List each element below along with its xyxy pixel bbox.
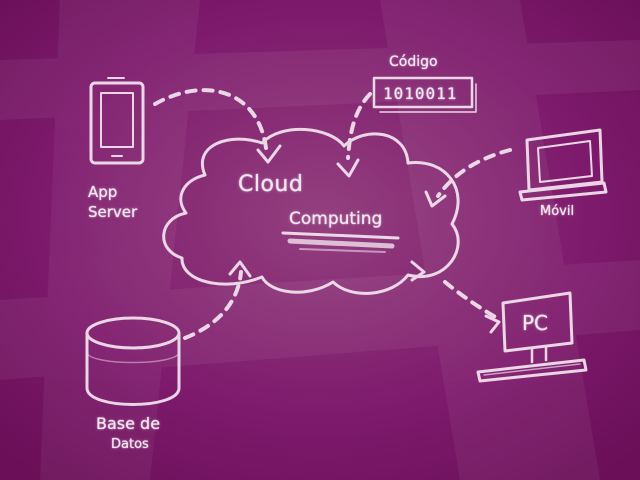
database-icon [85,316,181,406]
arrowhead-pc [484,314,501,334]
arrowhead-cloud-inner [410,260,426,282]
cloud-label: Cloud [238,172,304,197]
tablet-icon [89,77,145,165]
arrowhead-codigo [336,158,360,178]
laptop-icon [518,128,608,202]
base-de-label: Base de [96,414,161,433]
cloud-underline [281,231,400,253]
binary-code-text: 1010011 [383,84,458,103]
binary-code-icon [372,76,477,113]
arrowhead-db [228,260,252,278]
pc-label: PC [522,311,549,335]
arrowhead-app [256,144,282,164]
monitor-icon [476,291,588,383]
connector-codigo-to-cloud [346,92,372,160]
app-server-label-line1: App [88,183,118,201]
codigo-label: Código [389,54,438,70]
connector-movil-to-cloud [436,148,512,198]
computing-label: Computing [289,209,383,229]
datos-label: Datos [111,437,149,452]
app-server-label-line2: Server [88,203,138,221]
cloud-icon [162,127,460,295]
connector-cloud-to-pc [443,280,499,320]
app-server-label: App Server [88,182,137,222]
movil-label: Móvil [540,204,575,219]
arrowhead-movil [424,190,447,208]
arrowheads [228,144,501,334]
connector-db-to-cloud [183,270,243,340]
connectors [153,88,512,340]
connector-app-to-cloud [153,88,268,150]
